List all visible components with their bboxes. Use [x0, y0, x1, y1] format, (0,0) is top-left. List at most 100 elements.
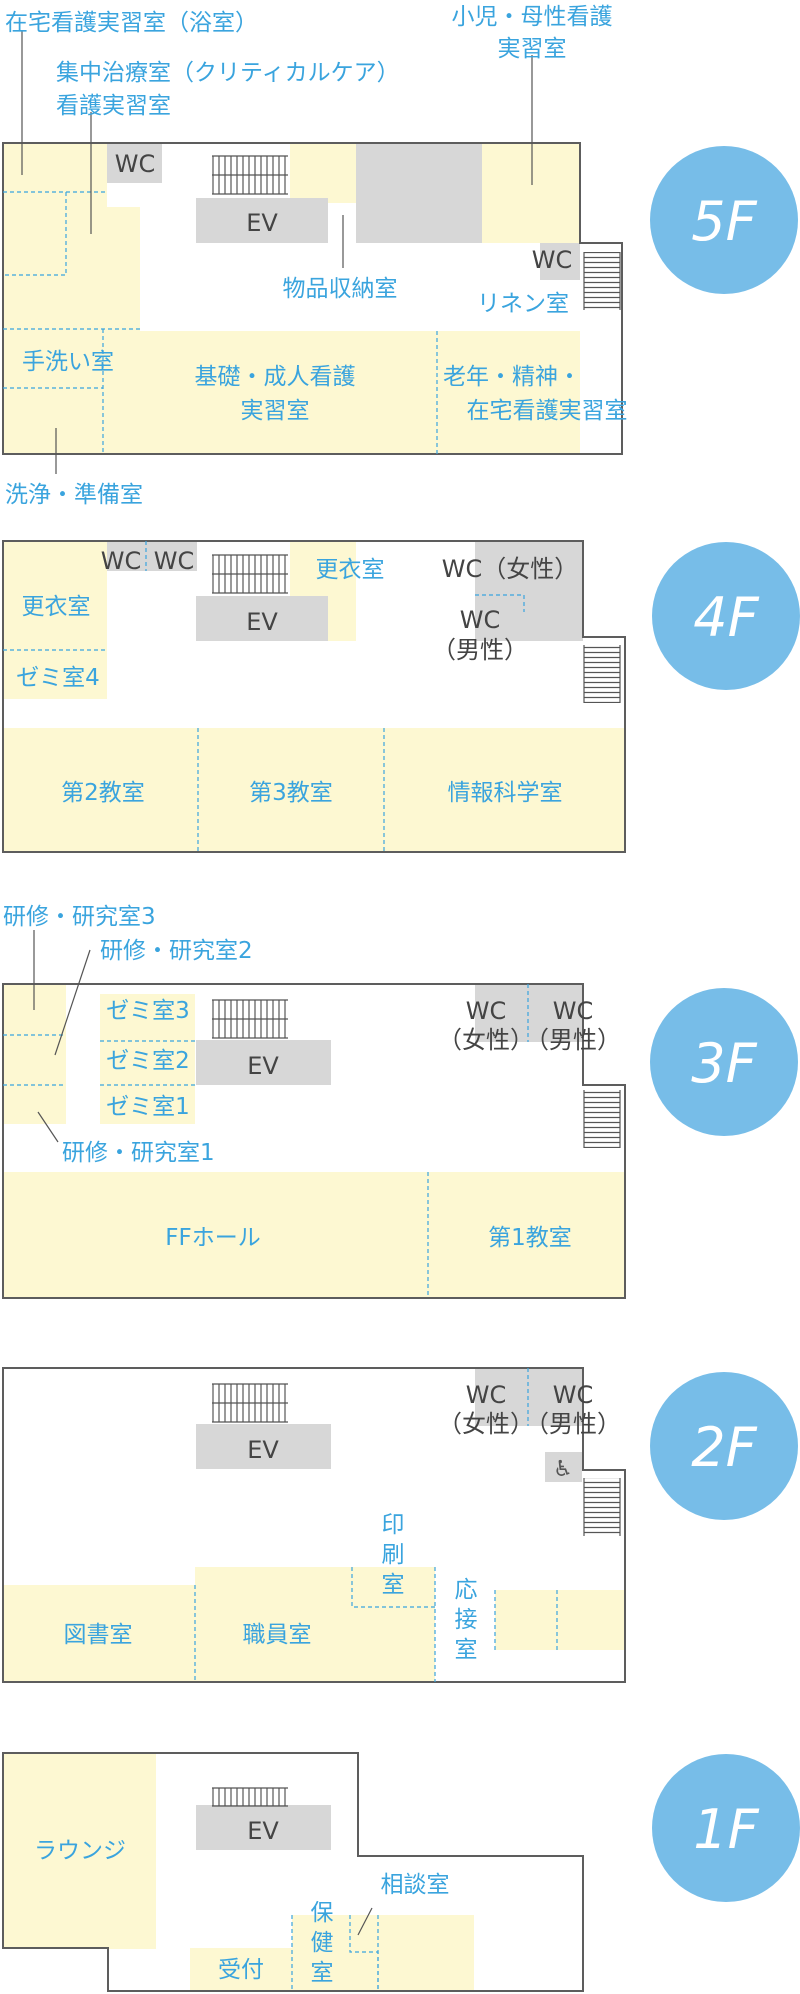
ev-1f: [196, 1805, 331, 1850]
room-top-center-area: [290, 143, 356, 203]
floor-badge-3f-text: 3F: [691, 1032, 757, 1095]
floor-badge-5f: [650, 146, 798, 294]
label-health-room-3: 室: [311, 1960, 334, 1986]
outline-5f: [2, 142, 623, 455]
floor-badge-2f: [650, 1372, 798, 1520]
stairs-3f-side: [584, 1090, 620, 1148]
label-seminar-4: ゼミ室4: [16, 665, 100, 691]
label-seminar-2: ゼミ室2: [106, 1048, 190, 1074]
label-icu-room-1: 集中治療室（クリティカルケア）: [56, 60, 400, 86]
wc-4f-right: [475, 541, 583, 641]
floor-4: WC WC 更衣室 WC（女性） 更衣室 EV WC （男性） ゼミ室4 第2教…: [2, 540, 800, 853]
label-linen-room: リネン室: [477, 291, 569, 317]
accessible-wc-2f: [545, 1452, 582, 1482]
room-2f-print: [352, 1567, 435, 1607]
room-lower-area: [3, 331, 580, 454]
label-child-room-2: 実習室: [498, 36, 567, 62]
label-wc-female-3f-2: （女性）: [438, 1026, 534, 1054]
room-1f-health: [292, 1915, 474, 1990]
label-library: 図書室: [64, 1622, 133, 1648]
stairs-1f-main: [212, 1788, 288, 1806]
label-print-room-1: 印: [382, 1512, 405, 1538]
floor-badge-3f: [650, 988, 798, 1136]
floor-badge-2f-text: 2F: [691, 1416, 757, 1479]
ev-3f: [196, 1040, 331, 1085]
label-reception-room-2: 接: [455, 1607, 478, 1633]
label-wc-5f-right: WC: [532, 246, 573, 274]
label-wc-4f-b: WC: [154, 547, 195, 575]
label-print-room-3: 室: [382, 1572, 405, 1598]
label-research-room-3: 研修・研究室3: [3, 904, 156, 930]
label-icu-room-2: 看護実習室: [56, 93, 171, 119]
label-wc-male-4f-1: WC: [460, 606, 501, 634]
label-ev-2f: EV: [247, 1436, 279, 1464]
wc-5f-right: [540, 243, 580, 280]
label-wc-4f-a: WC: [101, 547, 142, 575]
floor-badge-1f-text: 1F: [693, 1798, 759, 1861]
floor-1: EV ラウンジ 相談室 保 健 室 受付 1F: [2, 1752, 800, 1992]
stairs-2f-side: [584, 1478, 620, 1536]
outline-1f: [2, 1752, 584, 1992]
room-child-area: [482, 143, 579, 243]
label-print-room-2: 刷: [382, 1542, 405, 1568]
label-health-room-1: 保: [311, 1900, 334, 1926]
label-seminar-1: ゼミ室1: [106, 1094, 190, 1120]
label-handwash-room: 手洗い室: [22, 349, 114, 375]
floor-badge-1f: [652, 1754, 800, 1902]
label-bath-room: 在宅看護実習室（浴室）: [5, 10, 258, 36]
label-basic-room-1: 基礎・成人看護: [195, 364, 356, 390]
room-icu-area: [3, 207, 140, 331]
stairs-5f-side: [584, 252, 620, 310]
label-wc-male-2f-2: （男性）: [525, 1410, 621, 1438]
label-wc-male-2f-1: WC: [553, 1381, 594, 1409]
ev-4f: [196, 596, 328, 641]
label-info-science-room: 情報科学室: [448, 780, 563, 806]
label-basic-room-2: 実習室: [241, 398, 310, 424]
label-research-room-1: 研修・研究室1: [62, 1140, 215, 1166]
label-consultation-room: 相談室: [381, 1872, 450, 1898]
floor-badge-4f-text: 4F: [693, 586, 759, 649]
room-4f-classrooms: [3, 728, 625, 852]
label-wc-male-4f-2: （男性）: [432, 636, 528, 664]
floor-badge-4f: [652, 542, 800, 690]
stairs-4f-side: [584, 645, 620, 703]
label-ff-hall: FFホール: [165, 1225, 260, 1251]
wc-4f-left: [107, 541, 197, 571]
label-ev-5f: EV: [246, 209, 278, 237]
label-changing-room-right: 更衣室: [316, 557, 385, 583]
label-storage-room: 物品収納室: [283, 276, 398, 302]
outline-3f: [2, 983, 626, 1299]
label-child-room-1: 小児・母性看護: [452, 4, 613, 30]
label-ev-4f: EV: [246, 608, 278, 636]
label-changing-room-left: 更衣室: [22, 594, 91, 620]
floor-5: 在宅看護実習室（浴室） 集中治療室（クリティカルケア） 看護実習室 小児・母性看…: [2, 4, 798, 508]
storage-5f-block: [356, 143, 482, 243]
label-wc-female-2f-2: （女性）: [438, 1410, 534, 1438]
label-staff-room: 職員室: [243, 1622, 312, 1648]
label-ev-1f: EV: [247, 1817, 279, 1845]
outline-2f: [2, 1367, 626, 1683]
label-classroom-2: 第2教室: [61, 780, 145, 806]
label-wc-female-3f-1: WC: [466, 997, 507, 1025]
wc-5f-left: [107, 143, 162, 183]
floor-2: ♿ WC （女性） WC （男性） EV 印 刷 室 応 接 室 図書室 職員室…: [2, 1367, 798, 1683]
label-elder-room-2: 在宅看護実習室: [467, 398, 628, 424]
label-elder-room-1: 老年・精神・: [443, 364, 581, 390]
room-bath-area: [3, 143, 107, 207]
room-4f-left-upper: [3, 541, 107, 699]
label-classroom-3: 第3教室: [249, 780, 333, 806]
room-2f-reception: [495, 1590, 625, 1650]
wheelchair-icon: ♿: [553, 1457, 573, 1482]
label-research-room-2: 研修・研究室2: [100, 938, 253, 964]
label-ev-3f: EV: [247, 1052, 279, 1080]
ev-5f: [196, 198, 328, 243]
outline-4f: [2, 540, 626, 853]
label-lounge: ラウンジ: [34, 1838, 126, 1864]
room-3f-seminars: [100, 994, 195, 1124]
floor-badge-5f-text: 5F: [691, 190, 757, 253]
label-prep-room: 洗浄・準備室: [5, 482, 143, 508]
room-2f-library: [3, 1585, 195, 1682]
label-seminar-3: ゼミ室3: [106, 998, 190, 1024]
label-reception-room-1: 応: [455, 1577, 478, 1603]
label-reception-room-3: 室: [455, 1637, 478, 1663]
